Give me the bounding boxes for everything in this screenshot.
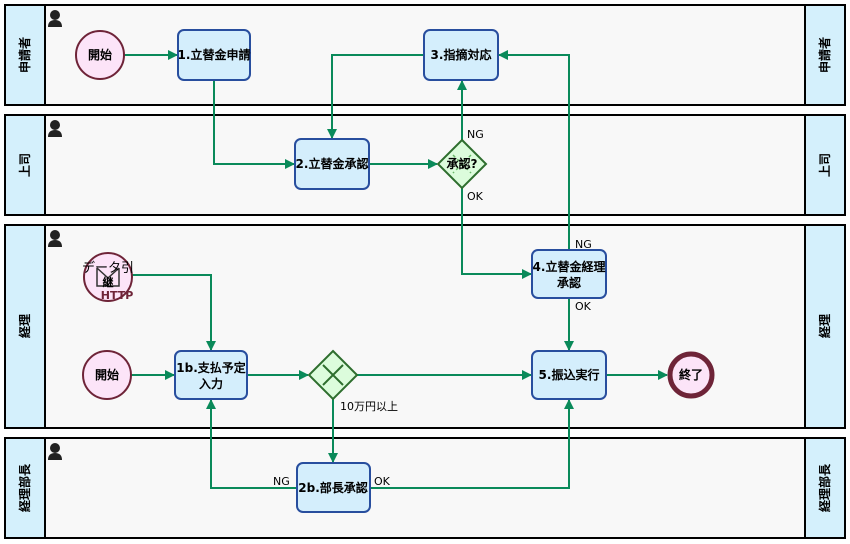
- lane-label-left: 経理部長: [17, 463, 32, 512]
- task-label: 3.指摘対応: [431, 47, 492, 62]
- start-event-accounting[interactable]: 開始: [82, 350, 132, 400]
- lane-label-left: 上司: [17, 153, 32, 177]
- edge-label: OK: [374, 475, 391, 488]
- task-label: 1b.支払予定: [176, 360, 246, 375]
- event-label: 開始: [88, 47, 112, 62]
- task-label: 2.立替金承認: [296, 156, 369, 171]
- task-label: 承認: [557, 275, 581, 290]
- lane-label-left: 経理: [17, 314, 32, 338]
- event-label: 開始: [95, 367, 119, 382]
- lane-label-left: 申請者: [17, 37, 32, 73]
- task-3-correction[interactable]: 3.指摘対応: [423, 29, 499, 81]
- flow-task2b-task1b[interactable]: [206, 399, 297, 489]
- flow-task3-task2[interactable]: [327, 54, 424, 139]
- edge-label: NG: [467, 128, 484, 141]
- lane-label-right: 上司: [817, 153, 832, 177]
- message-start-event[interactable]: データ引 継 HTTP: [82, 252, 134, 302]
- event-sublabel: HTTP: [101, 289, 134, 302]
- gateway-amount[interactable]: [307, 349, 359, 401]
- task-label: 入力: [199, 376, 223, 391]
- lane-label-right: 経理: [817, 314, 832, 338]
- flow-task1-task2[interactable]: [213, 80, 295, 169]
- lane-label-right: 申請者: [817, 37, 832, 73]
- task-label: 4.立替金経理: [533, 259, 606, 274]
- edge-label: OK: [575, 300, 592, 313]
- event-label: 継: [103, 275, 114, 289]
- envelope-icon: [96, 267, 120, 287]
- sequence-flows: [124, 50, 668, 489]
- gateway-label: 承認?: [447, 156, 478, 171]
- lane-label-right: 経理部長: [817, 463, 832, 512]
- event-label: データ引: [82, 260, 134, 276]
- lane-accounting: 経理 経理: [4, 224, 846, 429]
- start-event-applicant[interactable]: 開始: [75, 30, 125, 80]
- edge-label: OK: [467, 190, 484, 203]
- event-label: 終了: [679, 367, 703, 382]
- flow-gateway1-task4[interactable]: [461, 188, 532, 279]
- task-1b-payment-schedule[interactable]: 1b.支払予定 入力: [174, 350, 248, 400]
- gateway-approval[interactable]: 承認?: [436, 138, 488, 190]
- task-2b-director-approval[interactable]: 2b.部長承認: [296, 462, 371, 513]
- flow-task2b-task5[interactable]: [370, 399, 574, 489]
- x-icon: [322, 364, 344, 386]
- task-2-advance-approval[interactable]: 2.立替金承認: [294, 138, 370, 190]
- task-5-transfer[interactable]: 5.振込実行: [531, 350, 607, 400]
- edge-label: NG: [575, 238, 592, 251]
- task-label: 1.立替金申請: [178, 47, 251, 62]
- end-event[interactable]: 終了: [667, 351, 715, 399]
- task-1-advance-request[interactable]: 1.立替金申請: [177, 29, 251, 81]
- edge-label: 10万円以上: [340, 400, 398, 413]
- x-icon: [452, 154, 472, 174]
- flow-message-task1b[interactable]: [132, 274, 216, 351]
- task-4-accounting-approval[interactable]: 4.立替金経理 承認: [531, 249, 607, 299]
- edge-label: NG: [273, 475, 290, 488]
- task-label: 2b.部長承認: [298, 480, 368, 495]
- task-label: 5.振込実行: [539, 367, 600, 382]
- flow-task4-task3[interactable]: [498, 50, 570, 250]
